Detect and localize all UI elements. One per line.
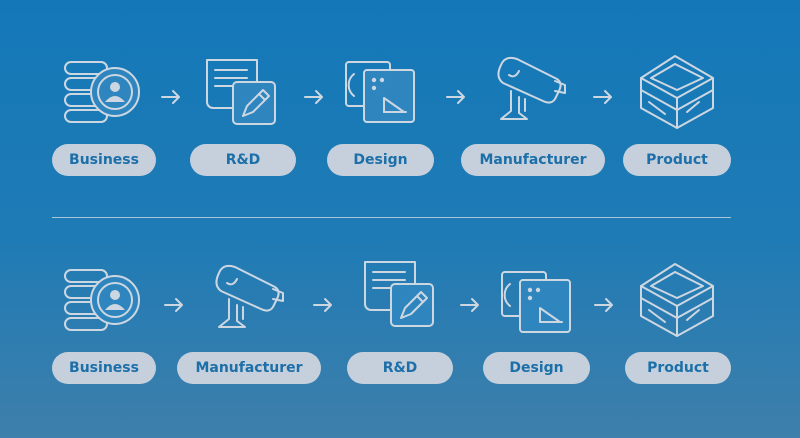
manufacturing-machine-icon xyxy=(495,55,571,129)
business-person-icon xyxy=(63,266,143,336)
flow-bottom: Business Manufacturer R&D xyxy=(0,208,800,408)
section-divider xyxy=(52,217,731,218)
business-person-icon xyxy=(63,58,143,128)
document-pencil-icon xyxy=(361,260,435,328)
document-pencil-icon xyxy=(203,58,277,126)
manufacturing-machine-icon xyxy=(213,263,289,337)
design-windows-icon xyxy=(500,270,574,336)
step-pill-business: Business xyxy=(52,144,156,176)
arrow-right-icon xyxy=(163,297,185,313)
arrow-right-icon xyxy=(592,89,614,105)
step-pill-business: Business xyxy=(52,352,156,384)
design-windows-icon xyxy=(344,60,418,126)
arrow-right-icon xyxy=(312,297,334,313)
arrow-right-icon xyxy=(445,89,467,105)
step-pill-rd: R&D xyxy=(190,144,296,176)
step-pill-product: Product xyxy=(623,144,731,176)
open-box-icon xyxy=(637,50,717,132)
arrow-right-icon xyxy=(459,297,481,313)
step-pill-manufacturer: Manufacturer xyxy=(177,352,321,384)
step-pill-design: Design xyxy=(483,352,590,384)
step-pill-design: Design xyxy=(327,144,434,176)
open-box-icon xyxy=(637,258,717,340)
step-pill-manufacturer: Manufacturer xyxy=(461,144,605,176)
step-pill-rd: R&D xyxy=(347,352,453,384)
arrow-right-icon xyxy=(160,89,182,105)
step-pill-product: Product xyxy=(625,352,731,384)
arrow-right-icon xyxy=(593,297,615,313)
flow-top: Business R&D Design xyxy=(0,0,800,200)
arrow-right-icon xyxy=(303,89,325,105)
